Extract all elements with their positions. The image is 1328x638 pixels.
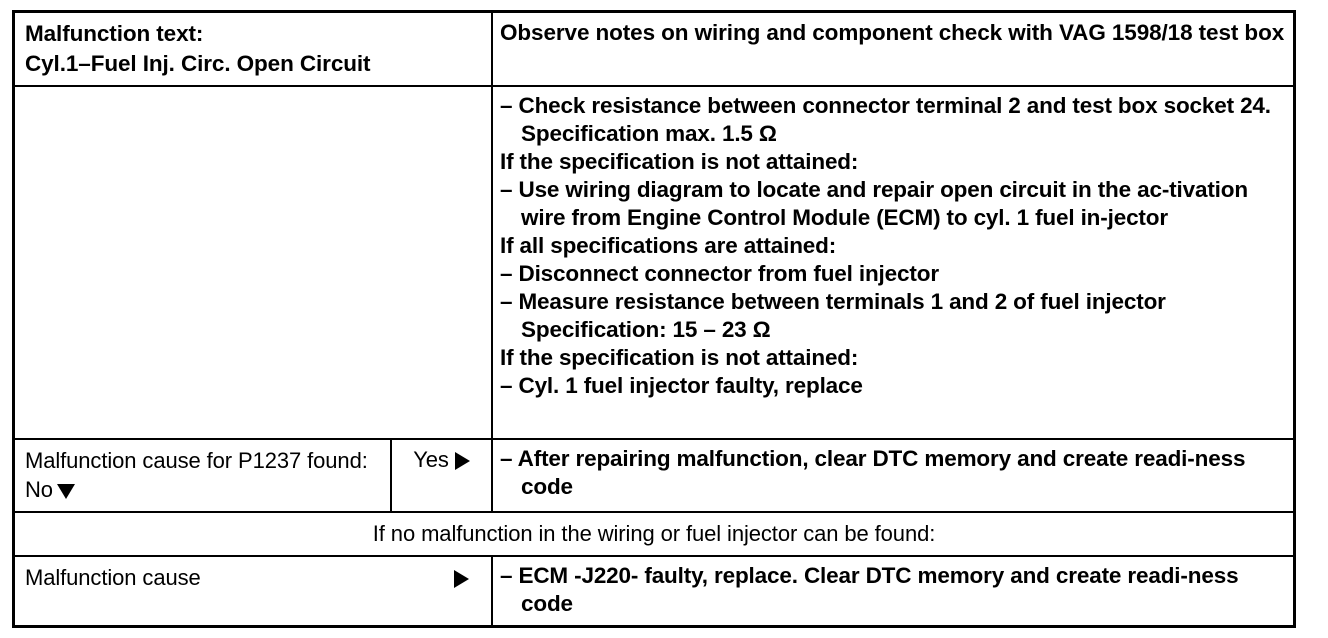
decision-cell-question: Malfunction cause for P1237 found: No <box>15 440 392 511</box>
procedure-step: If the specification is not attained: <box>500 345 859 370</box>
malfunction-cause-question: Malfunction cause for P1237 found: No <box>25 448 368 503</box>
procedure-cell-steps: – Check resistance between connector ter… <box>493 87 1293 438</box>
procedure-step: If all specifications are attained: <box>500 233 837 258</box>
malfunction-text-label: Malfunction text: Cyl.1–Fuel Inj. Circ. … <box>25 21 371 76</box>
cause-cell-label[interactable]: Malfunction cause <box>15 557 493 625</box>
table-row-cause: Malfunction cause – ECM -J220- faulty, r… <box>15 557 1293 625</box>
table-row-decision: Malfunction cause for P1237 found: No Ye… <box>15 440 1293 513</box>
procedure-step: – Use wiring diagram to locate and repai… <box>500 177 1248 230</box>
procedure-step: – Check resistance between connector ter… <box>500 93 1271 146</box>
banner-text: If no malfunction in the wiring or fuel … <box>372 521 936 546</box>
table-row-header: Malfunction text: Cyl.1–Fuel Inj. Circ. … <box>15 13 1293 87</box>
procedure-cell-empty <box>15 87 493 438</box>
decision-action-text: – After repairing malfunction, clear DTC… <box>500 446 1246 499</box>
triangle-down-icon <box>56 484 75 500</box>
table-row-banner: If no malfunction in the wiring or fuel … <box>15 513 1293 557</box>
triangle-right-icon <box>454 452 470 470</box>
procedure-step: – Measure resistance between terminals 1… <box>500 289 1166 342</box>
malfunction-cause-label: Malfunction cause <box>25 565 201 590</box>
yes-branch[interactable]: Yes <box>413 447 470 473</box>
table-row-procedure: – Check resistance between connector ter… <box>15 87 1293 440</box>
yes-label: Yes <box>413 447 449 472</box>
cause-cell-action: – ECM -J220- faulty, replace. Clear DTC … <box>493 557 1293 625</box>
procedure-step: – Disconnect connector from fuel injecto… <box>500 261 939 286</box>
triangle-right-icon <box>454 570 469 588</box>
header-cell-malfunction-text: Malfunction text: Cyl.1–Fuel Inj. Circ. … <box>15 13 493 85</box>
observe-notes-label: Observe notes on wiring and component ch… <box>500 20 1285 45</box>
cause-action-text: – ECM -J220- faulty, replace. Clear DTC … <box>500 563 1239 616</box>
decision-cell-yes[interactable]: Yes <box>392 440 493 511</box>
procedure-step: – Cyl. 1 fuel injector faulty, replace <box>500 373 863 398</box>
banner-cell: If no malfunction in the wiring or fuel … <box>15 513 1293 555</box>
header-cell-observe-notes: Observe notes on wiring and component ch… <box>493 13 1293 85</box>
procedure-step: If the specification is not attained: <box>500 149 859 174</box>
diagnostic-table: Malfunction text: Cyl.1–Fuel Inj. Circ. … <box>12 10 1296 628</box>
cause-arrow <box>454 563 469 592</box>
decision-cell-action: – After repairing malfunction, clear DTC… <box>493 440 1293 511</box>
